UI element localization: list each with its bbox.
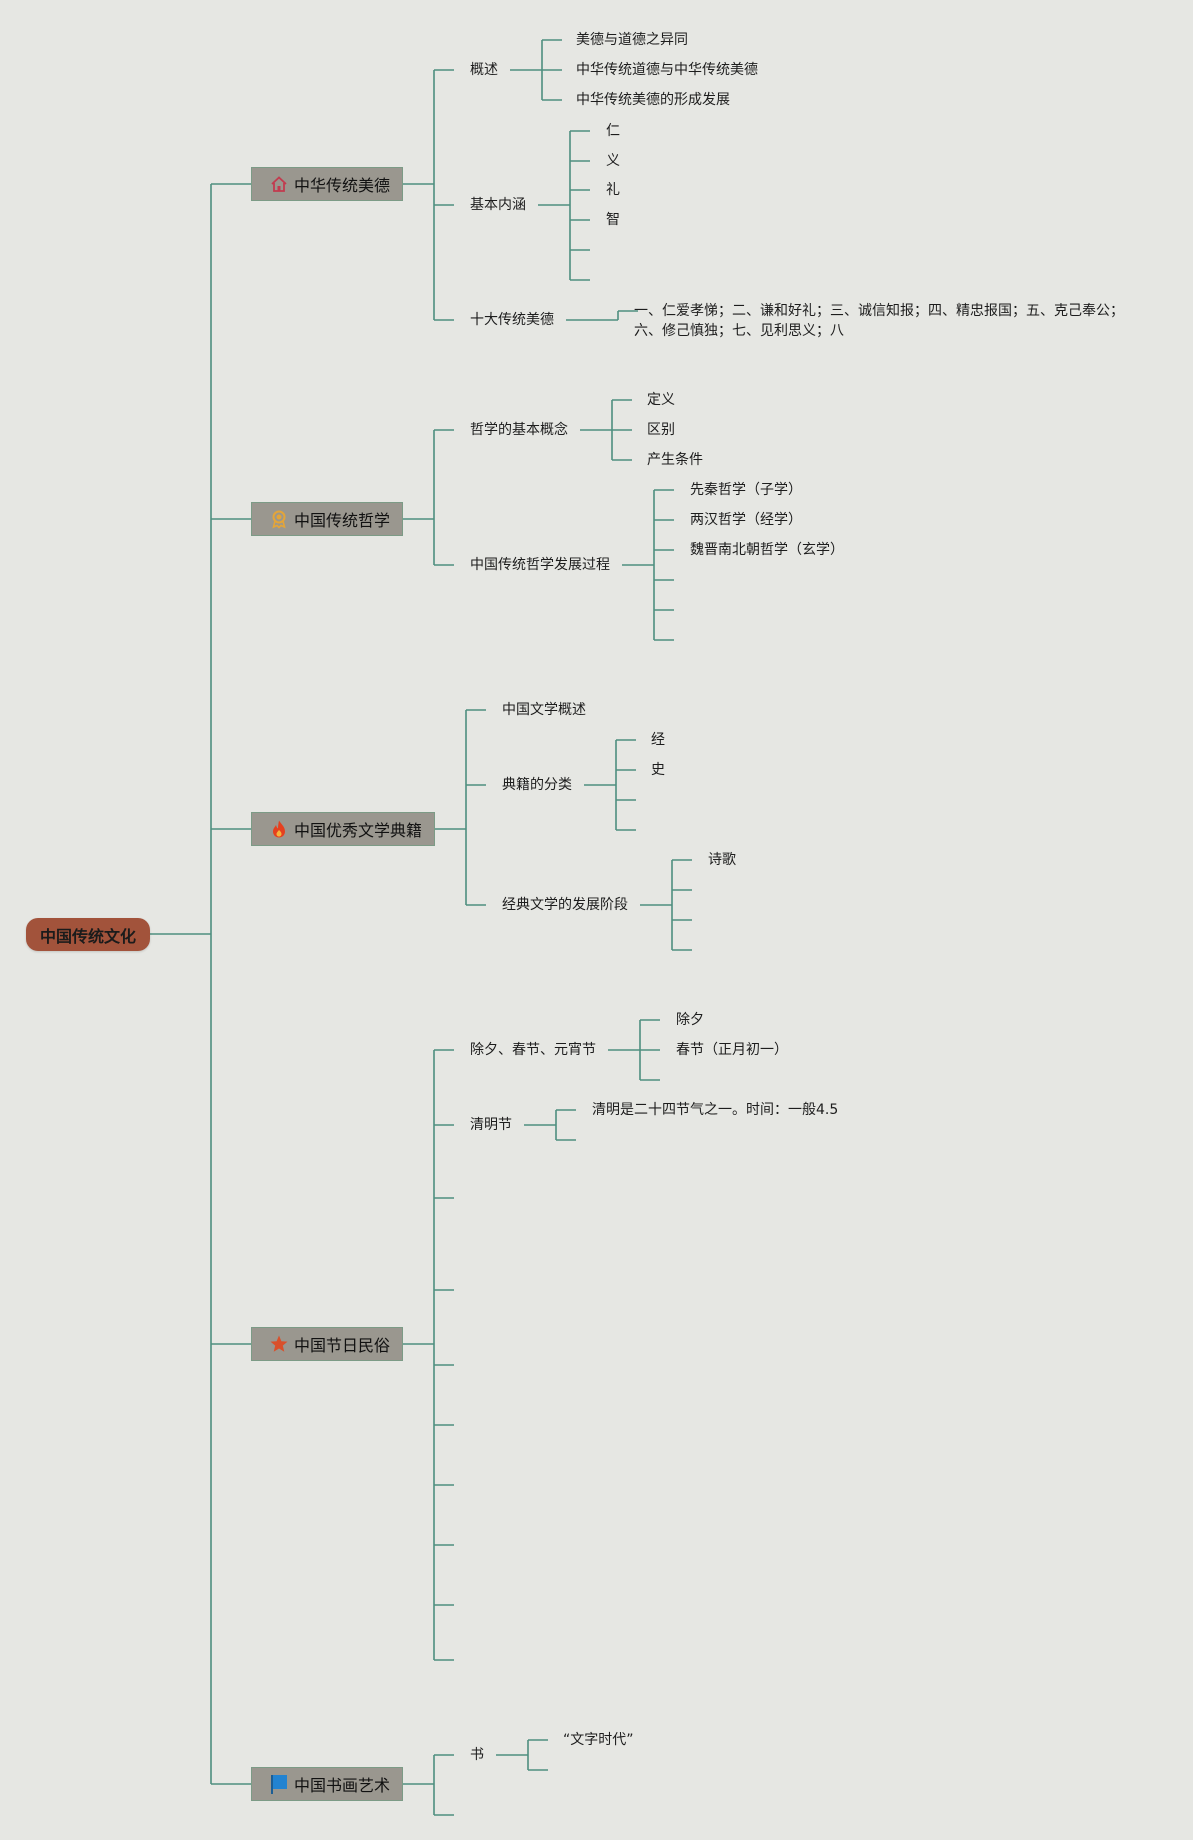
topic-label[interactable]: 中国文学概述 — [502, 702, 586, 718]
topic-label[interactable]: 除夕、春节、元宵节 — [470, 1042, 596, 1058]
medal-icon — [268, 508, 290, 530]
subtopic-label[interactable]: 一、仁爱孝悌；二、谦和好礼；三、诚信知报；四、精忠报国；五、克己奉公；六、修己慎… — [634, 303, 1124, 339]
subtopic-label[interactable]: 两汉哲学（经学） — [690, 512, 802, 528]
subtopic-label[interactable]: 魏晋南北朝哲学（玄学） — [690, 542, 844, 558]
branch-label: 中国传统哲学 — [294, 511, 391, 530]
subtopic-label[interactable]: 产生条件 — [647, 452, 703, 468]
root-node[interactable]: 中国传统文化 — [26, 918, 150, 951]
branch-node-3[interactable]: 中国优秀文学典籍 — [251, 812, 435, 846]
subtopic-label[interactable]: 经 — [651, 732, 665, 748]
subtopic-label[interactable]: 智 — [606, 212, 620, 228]
topic-label[interactable]: 概述 — [470, 62, 498, 78]
topic-label[interactable]: 清明节 — [470, 1117, 512, 1133]
topic-label[interactable]: 中国传统哲学发展过程 — [470, 557, 610, 573]
subtopic-label[interactable]: 春节（正月初一） — [676, 1042, 788, 1058]
subtopic-label[interactable]: 美德与道德之异同 — [576, 32, 688, 48]
subtopic-label[interactable]: 中华传统道德与中华传统美德 — [576, 62, 758, 78]
branch-label: 中国优秀文学典籍 — [294, 821, 423, 840]
branch-node-1[interactable]: 中华传统美德 — [251, 167, 403, 201]
subtopic-label[interactable]: 史 — [651, 762, 665, 778]
topic-label[interactable]: 经典文学的发展阶段 — [502, 897, 628, 913]
subtopic-label[interactable]: 诗歌 — [708, 852, 736, 868]
branch-label: 中国节日民俗 — [294, 1336, 391, 1355]
subtopic-label[interactable]: 中华传统美德的形成发展 — [576, 92, 730, 108]
branch-node-2[interactable]: 中国传统哲学 — [251, 502, 403, 536]
branch-label: 中国书画艺术 — [294, 1776, 391, 1795]
root-label: 中国传统文化 — [39, 926, 136, 946]
subtopic-label[interactable]: 清明是二十四节气之一。时间：一般4.5 — [592, 1102, 839, 1118]
topic-label[interactable]: 典籍的分类 — [502, 777, 572, 793]
subtopic-label[interactable]: 仁 — [606, 123, 620, 139]
fire-icon — [268, 818, 290, 840]
subtopic-label[interactable]: 除夕 — [676, 1012, 704, 1028]
topic-label[interactable]: 十大传统美德 — [470, 312, 554, 328]
topic-label[interactable]: 基本内涵 — [470, 197, 526, 213]
star-icon — [268, 1333, 290, 1355]
subtopic-label[interactable]: 区别 — [647, 422, 675, 438]
topic-label[interactable]: 书 — [470, 1747, 484, 1763]
subtopic-label[interactable]: 先秦哲学（子学） — [690, 482, 802, 498]
home-icon — [268, 173, 290, 195]
topic-label[interactable]: 哲学的基本概念 — [470, 422, 568, 438]
flag-icon — [268, 1773, 290, 1795]
subtopic-label[interactable]: “文字时代” — [563, 1732, 634, 1748]
subtopic-label[interactable]: 定义 — [647, 392, 675, 408]
branch-node-4[interactable]: 中国节日民俗 — [251, 1327, 403, 1361]
branch-label: 中华传统美德 — [294, 176, 391, 195]
branch-node-5[interactable]: 中国书画艺术 — [251, 1767, 403, 1801]
subtopic-label[interactable]: 义 — [606, 153, 620, 169]
subtopic-label[interactable]: 礼 — [606, 182, 620, 198]
